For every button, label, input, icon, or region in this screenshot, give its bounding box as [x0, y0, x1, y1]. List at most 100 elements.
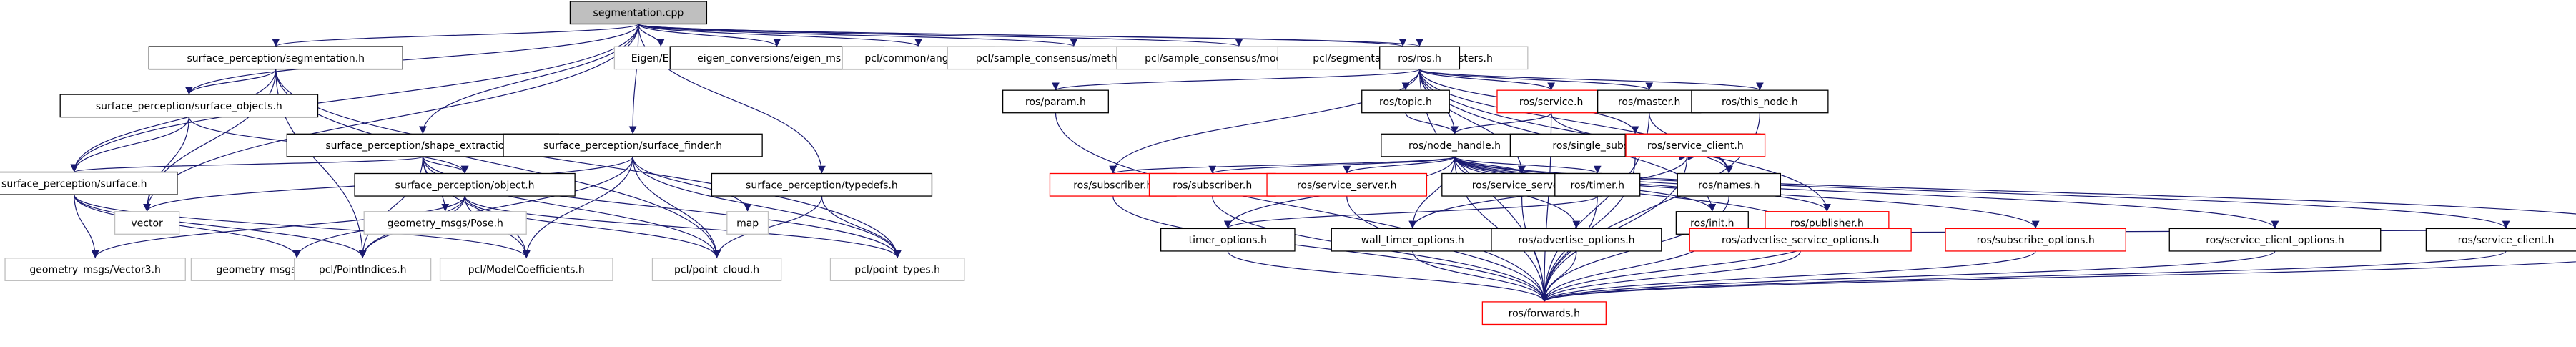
node-box: [363, 211, 527, 235]
node-box: [1625, 133, 1766, 157]
edge-line: [1454, 156, 2279, 229]
node-label: ros/subscriber.h: [1173, 180, 1252, 191]
edge-line: [70, 24, 639, 172]
edge-line: [70, 117, 189, 172]
node-label: geometry_msgs/Pose.h: [387, 218, 503, 230]
edge-line: [1109, 156, 1456, 175]
edge-line: [1408, 156, 1456, 229]
node-ros-this-node[interactable]: ros/this_node.h: [1691, 89, 1829, 114]
node-label: pcl/point_cloud.h: [674, 265, 759, 276]
edge-sp_seg-to-sp_surface: [70, 69, 277, 172]
node-box: [1597, 89, 1702, 114]
node-ros-ros[interactable]: ros/ros.h: [1379, 46, 1461, 70]
edge-line: [272, 23, 639, 47]
node-ros-master[interactable]: ros/master.h: [1597, 89, 1702, 114]
edge-line: [358, 156, 633, 258]
node-sp-seg[interactable]: surface_perception/segmentation.h: [148, 46, 403, 70]
node-label: surface_perception/surface_objects.h: [96, 101, 282, 112]
edge-ros_sclient2-to-ros_forwards: [1540, 250, 2507, 303]
node-box: [726, 211, 769, 235]
node-box: [4, 258, 186, 281]
node-label: ros/forwards.h: [1509, 308, 1580, 320]
node-ros-names[interactable]: ros/names.h: [1677, 172, 1782, 197]
node-box: [1361, 89, 1450, 114]
edge-line: [74, 195, 99, 258]
node-ros-wtopt[interactable]: wall_timer_options.h: [1331, 228, 1494, 252]
edge-line: [638, 23, 1423, 47]
node-sp-surface[interactable]: surface_perception/surface.h: [0, 171, 178, 195]
edge-line: [1540, 250, 1801, 303]
node-ros-advopt[interactable]: ros/advertise_options.h: [1491, 228, 1662, 252]
edge-line: [74, 194, 367, 258]
edge-root-to-pcl_angles: [638, 23, 922, 47]
edge-line: [91, 195, 465, 258]
edge-ros_service-to-ros_nh: [1451, 112, 1552, 135]
node-box: [1677, 172, 1782, 197]
edge-line: [1540, 250, 2276, 303]
edge-sp_finder-to-pcl_pi: [358, 156, 633, 258]
edge-line: [638, 24, 665, 47]
node-box: [439, 258, 613, 281]
edge-root-to-eigen_conv: [638, 23, 781, 47]
node-ros-timer[interactable]: ros/timer.h: [1554, 172, 1641, 197]
edge-ros_nh-to-ros_sclient2: [1454, 156, 2510, 229]
node-map: map: [726, 211, 769, 235]
edge-ros_nh-to-ros_timer: [1454, 156, 1602, 175]
node-box: [1331, 228, 1494, 252]
edge-line: [1055, 112, 1549, 302]
node-box: [114, 211, 180, 235]
edge-sp_surface-to-gm_posestamped: [74, 195, 301, 258]
node-sp-object[interactable]: surface_perception/object.h: [354, 172, 576, 197]
edge-line: [1227, 250, 1549, 303]
edge-ros_sub1-to-ros_forwards: [1112, 196, 1549, 302]
edge-line: [1208, 156, 1456, 175]
edge-line: [821, 196, 902, 258]
edge-line: [1109, 69, 1421, 174]
node-ros-ssrv1: ros/service_server.h: [1266, 172, 1428, 197]
node-box: [1691, 89, 1829, 114]
node-sp-typedefs[interactable]: surface_perception/typedefs.h: [711, 172, 933, 197]
edge-sp_typedefs-to-pcl_pt: [821, 196, 902, 258]
edge-line: [632, 156, 721, 258]
node-box: [829, 258, 965, 281]
edge-line: [143, 117, 189, 212]
node-ros-scopt[interactable]: ros/service_client_options.h: [2168, 228, 2382, 252]
edge-ros_scopt-to-ros_forwards: [1540, 250, 2276, 303]
node-label: ros/topic.h: [1379, 97, 1432, 108]
node-label: segmentation.cpp: [593, 8, 684, 19]
edge-ros_spinner-to-ros_forwards: [1540, 261, 2576, 303]
node-box: [1379, 46, 1461, 70]
node-sp-so[interactable]: surface_perception/surface_objects.h: [59, 94, 319, 118]
node-ros-param[interactable]: ros/param.h: [1002, 89, 1109, 114]
edge-root-to-eigen: [638, 24, 665, 47]
node-ros-nh[interactable]: ros/node_handle.h: [1381, 133, 1529, 157]
node-label: ros/service.h: [1519, 97, 1584, 108]
edge-sp_seg-to-sp_so: [185, 69, 277, 95]
edge-line: [522, 156, 633, 258]
node-label: ros/service_client.h: [1647, 140, 1744, 152]
edge-sp_surface-to-pcl_mc: [74, 194, 531, 258]
edge-line: [422, 156, 531, 258]
node-label: ros/service_client.h: [2458, 235, 2555, 246]
node-ros-sclient2[interactable]: ros/service_client.h: [2425, 228, 2576, 252]
edge-ros_nh-to-ros_ssrv1: [1343, 156, 1456, 175]
edge-ros_nh-to-ros_scopt: [1454, 156, 2279, 229]
node-label: ros/service_server.h: [1297, 180, 1397, 191]
node-ros-sclient1: ros/service_client.h: [1625, 133, 1766, 157]
edge-root-to-sp_shape: [419, 24, 639, 135]
node-sp-finder[interactable]: surface_perception/surface_finder.h: [503, 133, 763, 157]
node-gm-pose: geometry_msgs/Pose.h: [363, 211, 527, 235]
edge-root-to-ros_ros: [638, 23, 1423, 47]
edge-sp_shape-to-sp_object: [422, 156, 469, 174]
node-pcl-pi: pcl/PointIndices.h: [294, 258, 432, 281]
edge-ros_ros-to-ros_param: [1052, 69, 1421, 91]
edge-line: [70, 156, 423, 173]
node-ros-topic[interactable]: ros/topic.h: [1361, 89, 1450, 114]
edge-sp_object-to-pcl_pc: [464, 195, 721, 258]
node-ros-timeropt[interactable]: timer_options.h: [1160, 228, 1296, 252]
edge-line: [1454, 156, 2576, 215]
edge-ros_nh-to-ros_sub1: [1109, 156, 1456, 175]
edge-line: [74, 195, 301, 258]
edge-line: [632, 156, 752, 212]
